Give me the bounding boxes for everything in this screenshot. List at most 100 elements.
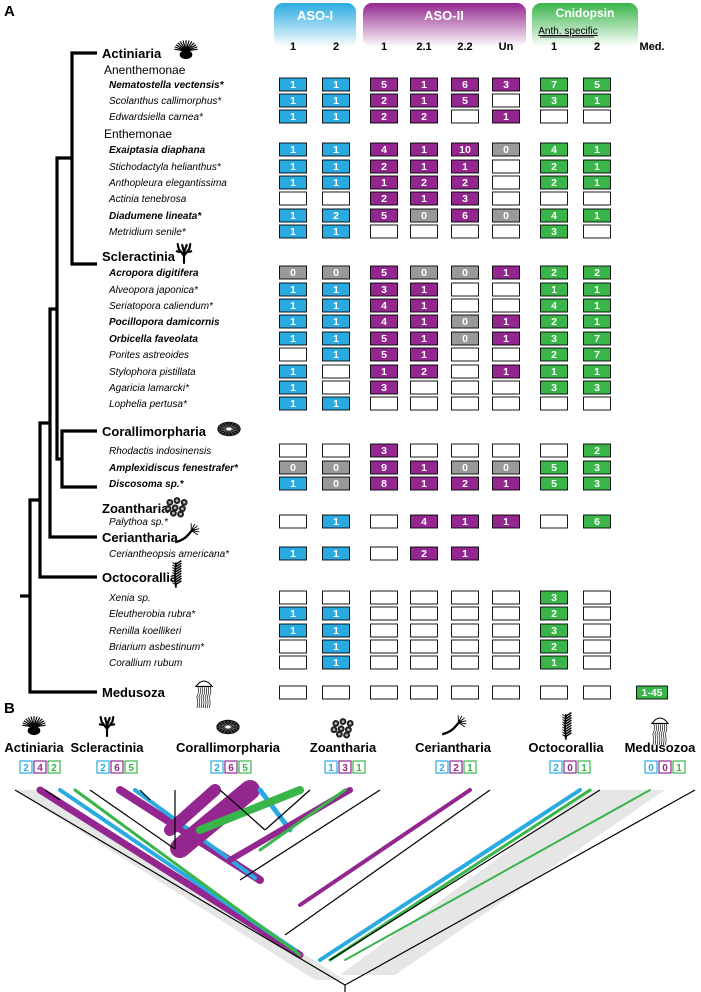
zoanthid-icon [330, 718, 354, 739]
count-cell [370, 298, 398, 313]
count-value: 1 [290, 284, 296, 296]
count-value: 2 [421, 366, 427, 378]
count-cell [410, 476, 438, 491]
count-cell [410, 314, 438, 329]
count-cell [410, 460, 438, 475]
count-cell [540, 224, 568, 239]
count-cell [451, 639, 479, 654]
count-value: 1 [333, 333, 339, 345]
count-cell [492, 476, 520, 491]
count-value: 2 [421, 111, 427, 123]
count-value: 1 [333, 398, 339, 410]
zoanthid-icon [164, 497, 188, 518]
subclade-row: Anenthemonae [104, 63, 186, 77]
count-value: 1 [594, 95, 600, 107]
count-cell [451, 282, 479, 297]
count-value: 1 [503, 111, 509, 123]
count-cell [370, 514, 398, 529]
count-cell [410, 514, 438, 529]
count-value: 1 [290, 144, 296, 156]
count-cell [322, 514, 350, 529]
count-cell [370, 364, 398, 379]
count-value: 1 [333, 349, 339, 361]
tree-branch [219, 789, 266, 831]
tree-branch [44, 789, 61, 801]
count-cell [583, 623, 611, 638]
count-value: 2 [462, 177, 468, 189]
count-cell [370, 191, 398, 206]
count-cell [492, 590, 520, 605]
count-cell [322, 685, 350, 700]
count-cell [583, 380, 611, 395]
count-value: 1 [594, 316, 600, 328]
count-cell [492, 159, 520, 174]
count-cell [279, 685, 307, 700]
count-cell [451, 93, 479, 108]
count-value: 1 [333, 161, 339, 173]
count-cell [370, 175, 398, 190]
count-value: 2 [594, 445, 600, 457]
count-value: 1 [333, 226, 339, 238]
count-cell [583, 590, 611, 605]
species-name: Briarium asbestinum* [109, 642, 205, 653]
count-value: 0 [421, 267, 427, 279]
species-name: Rhodactis indosinensis [109, 446, 211, 457]
count-value: 3 [503, 79, 509, 91]
count-value: 2 [51, 763, 57, 774]
count-value: 3 [551, 333, 557, 345]
count-cell [492, 298, 520, 313]
species-name: Renilla koellikeri [109, 626, 182, 637]
count-cell [410, 443, 438, 458]
count-cell [279, 347, 307, 362]
count-cell [583, 396, 611, 411]
count-cell [492, 208, 520, 223]
count-cell [370, 685, 398, 700]
count-cell [636, 685, 668, 700]
count-cell [492, 331, 520, 346]
count-value: 1 [421, 79, 427, 91]
coral-icon [98, 716, 116, 738]
count-value: 1 [462, 548, 468, 560]
count-value: 4 [381, 300, 387, 312]
species-name: Lophelia pertusa* [109, 399, 188, 410]
count-value: 1 [381, 177, 387, 189]
count-value: 7 [551, 79, 557, 91]
clade-label: Octocorallia [102, 570, 178, 585]
count-cell [410, 265, 438, 280]
count-cell [370, 460, 398, 475]
count-value: 2 [551, 161, 557, 173]
count-value: 1 [333, 516, 339, 528]
count-value: 1 [333, 316, 339, 328]
count-cell [370, 443, 398, 458]
lineage-band [257, 787, 293, 833]
count-cell [492, 364, 520, 379]
clade-label: Actiniaria [102, 46, 162, 61]
count-box [110, 760, 124, 774]
jellyfish-icon [194, 680, 214, 709]
count-cell [451, 364, 479, 379]
count-value: 1 [462, 516, 468, 528]
lineage-band [73, 788, 302, 957]
count-cell [279, 298, 307, 313]
count-value: 1 [290, 210, 296, 222]
count-value: 1 [594, 144, 600, 156]
count-cell [410, 590, 438, 605]
count-cell [583, 77, 611, 92]
count-cell [322, 476, 350, 491]
clade-row: Actiniaria [102, 40, 198, 61]
count-cell [492, 93, 520, 108]
count-value: 1 [503, 333, 509, 345]
col-header-aso2-un: Un [499, 41, 514, 53]
phylogenetic-tree [20, 51, 97, 694]
count-value: 1 [594, 177, 600, 189]
count-value: 1 [581, 763, 587, 774]
count-cell [540, 265, 568, 280]
